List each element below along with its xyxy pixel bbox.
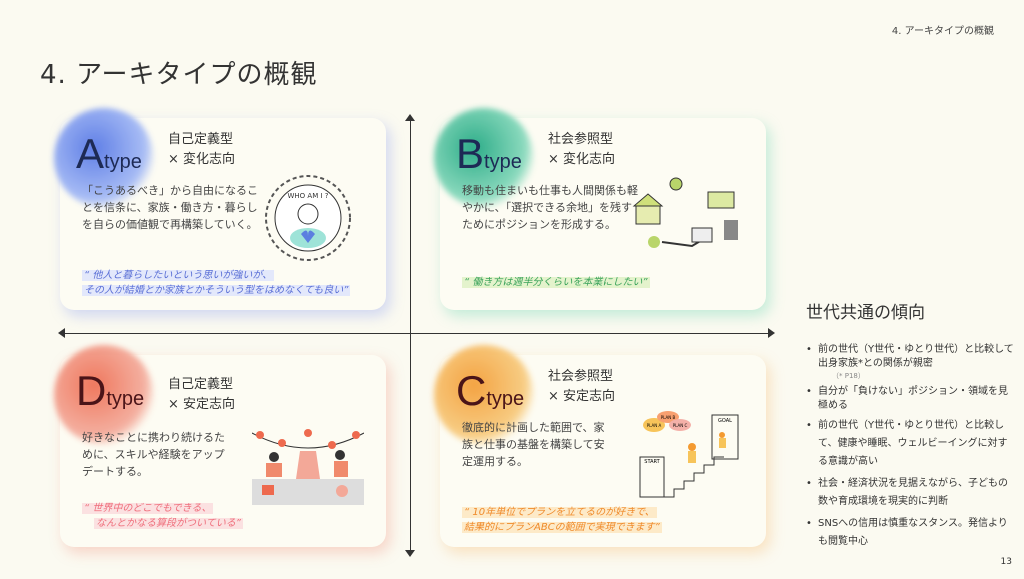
color-blob: [434, 108, 534, 208]
type-quote: “ 10年単位でプランを立てるのが好きで、結果的にプランABCの範囲で実現できま…: [462, 507, 662, 533]
type-quote: “ 世界中のどこでもできる、なんとかなる算段がついている”: [82, 503, 243, 529]
tree-illustration: [252, 429, 364, 505]
type-label: Ctype: [456, 367, 525, 414]
svg-text:PLAN C: PLAN C: [673, 423, 688, 428]
arrow-up-icon: [405, 114, 415, 121]
list-item: 自分が「負けない」ポジション・領域を見極める: [806, 385, 1016, 413]
type-kind: 社会参照型× 安定志向: [548, 369, 616, 404]
svg-text:GOAL: GOAL: [718, 418, 732, 424]
type-description: 徹底的に計画した範囲で、家族と仕事の基盤を構築して安定運用する。: [462, 421, 605, 468]
arrow-right-icon: [768, 328, 775, 338]
page-title: 4. アーキタイプの概観: [40, 60, 318, 90]
card-a-type: Atype 自己定義型× 変化志向 「こうあるべき」から自由になることを信条に、…: [54, 108, 386, 310]
type-kind: 自己定義型× 変化志向: [168, 132, 236, 167]
horizontal-axis: [64, 333, 768, 334]
list-item: 前の世代（Y世代・ゆとり世代）と比較して、健康や睡眠、ウェルビーイングに対する意…: [806, 417, 1016, 471]
common-trends-list: 前の世代（Y世代・ゆとり世代）と比較して出身家族*との関係が親密（* P18） …: [806, 343, 1016, 555]
who-am-i-illustration: WHO AM I ?: [265, 175, 351, 261]
list-item: 社会・経済状況を見据えながら、子どもの数や育成環境を現実的に判断: [806, 475, 1016, 511]
list-item: SNSへの信用は慎重なスタンス。発信よりも閲覧中心: [806, 515, 1016, 551]
type-label: Btype: [456, 130, 522, 177]
type-quote: “ 他人と暮らしたいという思いが強いが、その人が結婚とか家族とかそういう型をはめ…: [82, 270, 351, 296]
svg-text:START: START: [644, 459, 660, 465]
type-description: 「こうあるべき」から自由になることを信条に、家族・働き方・暮らしを自らの価値観で…: [82, 184, 258, 231]
svg-text:WHO AM I ?: WHO AM I ?: [288, 192, 329, 200]
type-description: 好きなことに携わり続けるために、スキルや経験をアップデートする。: [82, 431, 225, 478]
color-blob: [54, 345, 154, 445]
section-header: 4. アーキタイプの概観: [891, 26, 994, 37]
vertical-axis: [410, 120, 411, 550]
common-trends-title: 世代共通の傾向: [806, 303, 925, 323]
arrow-down-icon: [405, 550, 415, 557]
page-number: 13: [1000, 557, 1012, 567]
svg-text:PLAN B: PLAN B: [661, 415, 676, 420]
lifestyle-cycle-illustration: [632, 177, 738, 248]
color-blob: [434, 345, 534, 445]
card-d-type: Dtype 自己定義型× 安定志向 好きなことに携わり続けるために、スキルや経験…: [54, 345, 386, 547]
color-blob: [54, 108, 154, 208]
type-label: Dtype: [76, 367, 145, 414]
card-b-type: Btype 社会参照型× 変化志向 移動も住まいも仕事も人間関係も軽やかに、「選…: [434, 108, 766, 310]
type-description: 移動も住まいも仕事も人間関係も軽やかに、「選択できる余地」を残すためにポジション…: [462, 184, 638, 231]
type-kind: 自己定義型× 安定志向: [168, 377, 236, 412]
plan-stairs-illustration: PLAN A PLAN B PLAN C START GOAL: [639, 411, 739, 498]
type-label: Atype: [76, 130, 142, 177]
svg-text:PLAN A: PLAN A: [647, 423, 662, 428]
card-c-type: Ctype 社会参照型× 安定志向 徹底的に計画した範囲で、家族と仕事の基盤を構…: [434, 345, 766, 547]
type-kind: 社会参照型× 変化志向: [548, 132, 616, 167]
type-quote: “ 働き方は週半分くらいを本業にしたい”: [462, 277, 650, 288]
arrow-left-icon: [58, 328, 65, 338]
list-item: 前の世代（Y世代・ゆとり世代）と比較して出身家族*との関係が親密（* P18）: [806, 343, 1016, 381]
